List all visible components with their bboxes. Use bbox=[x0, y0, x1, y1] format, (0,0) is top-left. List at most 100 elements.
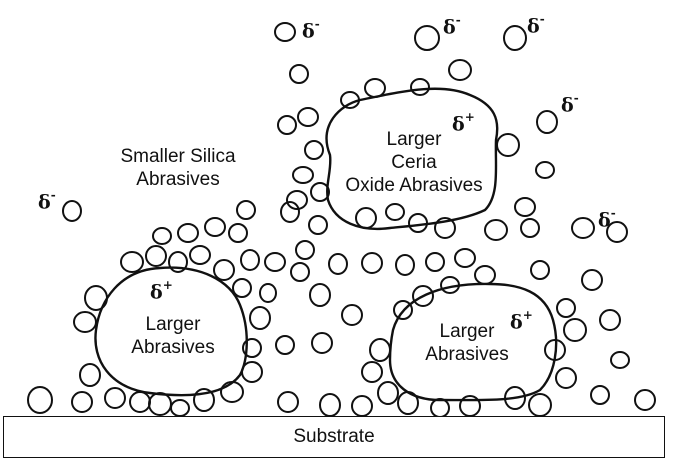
silica-particle bbox=[340, 91, 360, 109]
silica-particle bbox=[120, 251, 144, 273]
silica-particle bbox=[242, 338, 262, 358]
ceria-label: Larger Ceria Oxide Abrasives bbox=[345, 129, 483, 196]
silica-particle bbox=[168, 251, 188, 273]
silica-particle bbox=[351, 395, 373, 417]
silica-particle bbox=[385, 203, 405, 221]
ceria-abrasive-particle bbox=[325, 87, 499, 231]
silica-particle bbox=[292, 166, 314, 184]
silica-particle bbox=[397, 391, 419, 415]
silica-particle bbox=[152, 227, 172, 245]
silica-particle bbox=[308, 215, 328, 235]
silica-particle bbox=[377, 381, 399, 405]
silica-particle bbox=[228, 223, 248, 243]
silica-particle bbox=[414, 25, 440, 51]
silica-particle bbox=[62, 200, 82, 222]
silica-particle bbox=[369, 338, 391, 362]
right-abrasive-label: Larger Abrasives bbox=[425, 321, 509, 365]
silica-particle bbox=[474, 265, 496, 285]
silica-particle bbox=[27, 386, 53, 414]
silica-particle bbox=[361, 361, 383, 383]
silica-particle bbox=[290, 262, 310, 282]
silica-particle bbox=[145, 245, 167, 267]
silica-particle bbox=[213, 259, 235, 281]
silica-particle bbox=[425, 252, 445, 272]
silica-particle bbox=[84, 285, 108, 311]
silica-particle bbox=[528, 393, 552, 417]
silica-particle bbox=[310, 182, 330, 202]
silica-particle bbox=[448, 59, 472, 81]
silica-particle bbox=[634, 389, 656, 411]
silica-particle bbox=[259, 283, 277, 303]
silica-particle bbox=[170, 399, 190, 417]
silica-particle bbox=[430, 398, 450, 418]
silica-particle bbox=[129, 391, 151, 413]
silica-particle bbox=[277, 391, 299, 413]
silica-particle bbox=[289, 64, 309, 84]
silica-particle bbox=[355, 207, 377, 229]
silica-particle bbox=[408, 213, 428, 233]
silica-particle bbox=[319, 393, 341, 417]
silica-particle bbox=[599, 309, 621, 331]
silica-particle bbox=[249, 306, 271, 330]
silica-particle bbox=[341, 304, 363, 326]
silica-particle bbox=[148, 392, 172, 416]
silica-particle bbox=[71, 391, 93, 413]
silica-particle bbox=[535, 161, 555, 179]
silica-particle bbox=[104, 387, 126, 409]
silica-particle bbox=[555, 367, 577, 389]
silica-particle bbox=[544, 339, 566, 361]
silica-particle bbox=[361, 252, 383, 274]
charge-minus: δ- bbox=[38, 188, 56, 214]
silica-particle bbox=[193, 388, 215, 412]
silica-particle bbox=[328, 253, 348, 275]
charge-minus: δ- bbox=[527, 12, 545, 38]
silica-particle bbox=[395, 254, 415, 276]
small-silica-particles bbox=[27, 22, 656, 418]
silica-particle bbox=[581, 269, 603, 291]
charge-plus: δ+ bbox=[150, 278, 173, 304]
silica-particle bbox=[236, 200, 256, 220]
smaller-silica-label: Smaller Silica Abrasives bbox=[120, 146, 236, 190]
silica-particle bbox=[204, 217, 226, 237]
silica-particle bbox=[240, 249, 260, 271]
silica-particle bbox=[177, 223, 199, 243]
silica-particle bbox=[393, 300, 413, 320]
silica-particle bbox=[73, 311, 97, 333]
charge-minus: δ- bbox=[443, 13, 461, 39]
silica-particle bbox=[504, 386, 526, 410]
silica-particle bbox=[311, 332, 333, 354]
right-abrasive-particle bbox=[388, 282, 558, 402]
substrate-label: Substrate bbox=[293, 426, 375, 447]
charge-plus: δ+ bbox=[510, 308, 533, 334]
silica-particle bbox=[571, 217, 595, 239]
silica-particle bbox=[232, 278, 252, 298]
silica-particle bbox=[220, 381, 244, 403]
silica-particle bbox=[189, 245, 211, 265]
silica-particle bbox=[503, 25, 527, 51]
silica-particle bbox=[280, 201, 300, 223]
silica-particle bbox=[556, 298, 576, 318]
silica-particle bbox=[304, 140, 324, 160]
silica-particle bbox=[606, 221, 628, 243]
left-abrasive-label: Larger Abrasives bbox=[131, 314, 215, 358]
silica-particle bbox=[440, 276, 460, 294]
silica-particle bbox=[484, 219, 508, 241]
silica-particle bbox=[454, 248, 476, 268]
charge-plus: δ+ bbox=[452, 110, 475, 136]
silica-particle bbox=[79, 363, 101, 387]
silica-particle bbox=[274, 22, 296, 42]
silica-particle bbox=[520, 218, 540, 238]
silica-particle bbox=[364, 78, 386, 98]
silica-particle bbox=[309, 283, 331, 307]
silica-particle bbox=[530, 260, 550, 280]
charge-minus: δ- bbox=[598, 206, 616, 232]
silica-particle bbox=[275, 335, 295, 355]
substrate-layer: Substrate bbox=[3, 416, 665, 458]
silica-particle bbox=[536, 110, 558, 134]
silica-particle bbox=[434, 217, 456, 239]
silica-particle bbox=[286, 190, 308, 210]
silica-particle bbox=[410, 78, 430, 96]
silica-particle bbox=[412, 285, 434, 307]
silica-particle bbox=[297, 107, 319, 127]
